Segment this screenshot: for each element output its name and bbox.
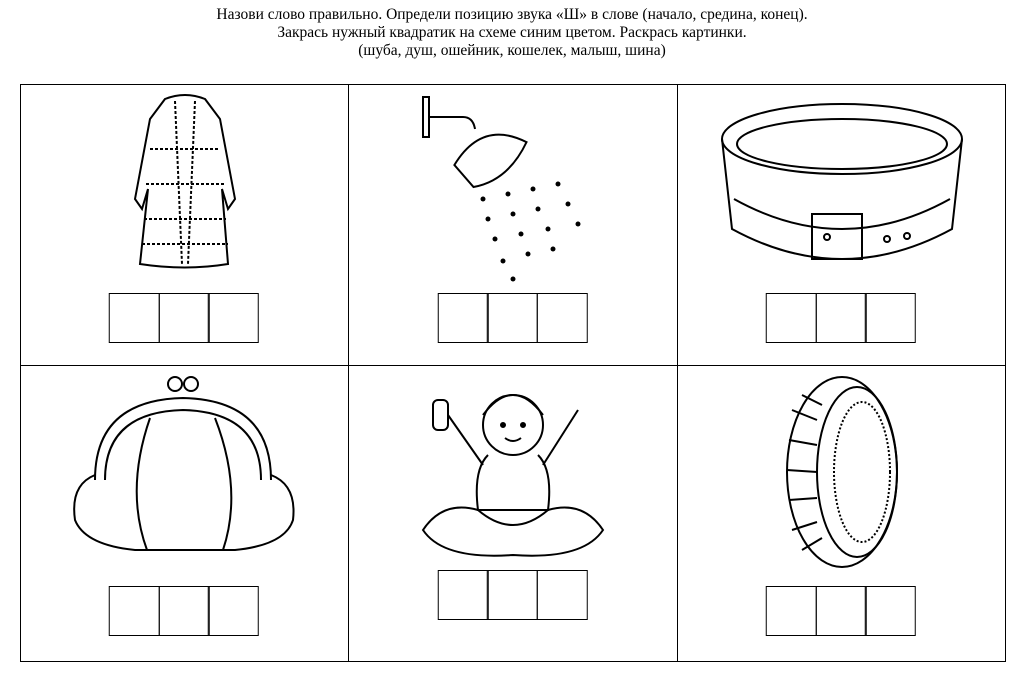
sound-scheme xyxy=(437,293,588,343)
scheme-square-start[interactable] xyxy=(108,293,160,343)
scheme-square-end[interactable] xyxy=(207,293,259,343)
instructions: Назови слово правильно. Определи позицию… xyxy=(0,6,1024,60)
instruction-line-2: Закрась нужный квадратик на схеме синим … xyxy=(277,24,747,41)
scheme-square-end[interactable] xyxy=(536,293,588,343)
instruction-line-1: Назови слово правильно. Определи позицию… xyxy=(216,6,808,23)
scheme-square-start[interactable] xyxy=(765,586,817,636)
fur-coat-icon xyxy=(21,89,348,289)
tire-icon xyxy=(678,370,1005,570)
sound-scheme xyxy=(765,586,916,636)
scheme-square-start[interactable] xyxy=(765,293,817,343)
purse-icon xyxy=(21,370,348,570)
card-dog-collar xyxy=(678,85,1005,366)
scheme-square-middle[interactable] xyxy=(158,293,210,343)
scheme-square-end[interactable] xyxy=(864,293,916,343)
card-fur-coat xyxy=(21,85,349,366)
scheme-square-middle[interactable] xyxy=(815,586,867,636)
card-tire xyxy=(678,366,1005,661)
worksheet-grid xyxy=(20,84,1006,662)
card-baby xyxy=(349,366,678,661)
scheme-square-middle[interactable] xyxy=(815,293,867,343)
scheme-square-start[interactable] xyxy=(437,570,489,620)
scheme-square-end[interactable] xyxy=(207,586,259,636)
dog-collar-icon xyxy=(678,89,1005,289)
sound-scheme xyxy=(108,293,259,343)
shower-icon xyxy=(349,89,677,289)
baby-icon xyxy=(349,370,677,570)
scheme-square-end[interactable] xyxy=(536,570,588,620)
sound-scheme xyxy=(437,570,588,620)
scheme-square-middle[interactable] xyxy=(486,570,538,620)
scheme-square-middle[interactable] xyxy=(486,293,538,343)
instruction-line-3: (шуба, душ, ошейник, кошелек, малыш, шин… xyxy=(358,42,666,59)
card-shower xyxy=(349,85,678,366)
sound-scheme xyxy=(765,293,916,343)
card-purse xyxy=(21,366,349,661)
scheme-square-start[interactable] xyxy=(108,586,160,636)
scheme-square-end[interactable] xyxy=(864,586,916,636)
scheme-square-middle[interactable] xyxy=(158,586,210,636)
scheme-square-start[interactable] xyxy=(437,293,489,343)
sound-scheme xyxy=(108,586,259,636)
